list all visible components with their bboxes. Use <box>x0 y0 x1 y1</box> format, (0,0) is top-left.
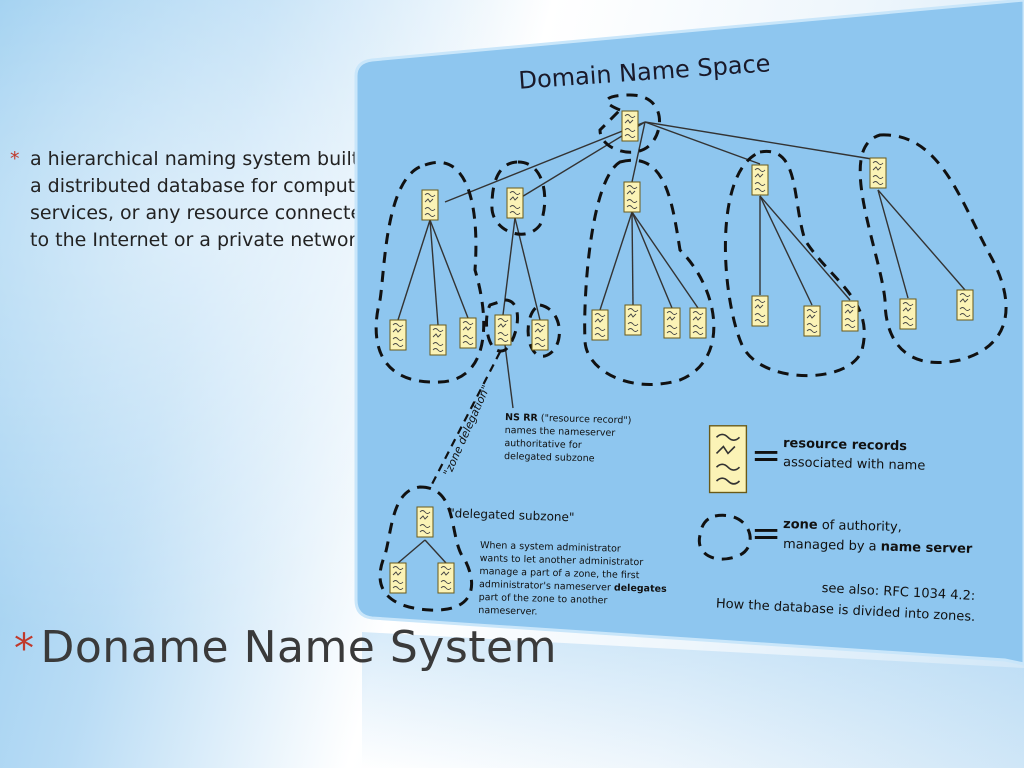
admin-line5: part of the zone to another <box>479 592 608 606</box>
admin-line6: nameserver. <box>478 605 537 618</box>
admin-bold: delegates <box>614 583 667 595</box>
zone-outlines <box>374 93 1008 612</box>
admin-line4: administrator's nameserver <box>479 579 611 593</box>
record-icon <box>416 506 434 538</box>
record-icon <box>899 298 917 330</box>
panel-reflection <box>362 632 1024 768</box>
admin-line3: manage a part of a zone, the first <box>479 566 640 581</box>
bullet-marker: * <box>10 148 20 170</box>
legend-zone-bold: zone <box>783 517 818 533</box>
zone-delegation-line <box>429 351 501 489</box>
bullet-text: a hierarchical naming system built on a … <box>30 148 391 251</box>
legend-zone-line2-bold: name server <box>881 540 974 557</box>
tree-edges <box>397 121 966 564</box>
ns-rr-rest: ("resource record") <box>538 413 632 426</box>
legend-rr-line2: associated with name <box>783 455 926 474</box>
legend-record-icon <box>708 425 748 494</box>
record-icon <box>803 305 821 337</box>
legend-zone-line2-a: managed by a <box>783 537 881 555</box>
legend-rr-bold: resource records <box>783 436 908 454</box>
root-record-icon <box>621 110 639 142</box>
record-icon <box>623 181 641 213</box>
record-icon <box>389 319 407 351</box>
legend-zone-rest: of authority, <box>817 518 902 535</box>
svg-text:zone of authority,: zone of authority, <box>783 517 902 535</box>
ns-rr-annotation: NS RR ("resource record") names the name… <box>504 412 632 464</box>
legend-resource-records: = resource records associated with name <box>708 425 926 494</box>
record-icon <box>869 157 887 189</box>
svg-text:NS RR ("resource record"): NS RR ("resource record") <box>505 412 632 426</box>
svg-text:administrator's nameserver del: administrator's nameserver delegates <box>479 579 667 595</box>
legend-rr-equals: = <box>751 435 781 476</box>
record-icon <box>591 309 609 341</box>
ns-rr-line4: delegated subzone <box>504 451 595 464</box>
record-icon <box>459 317 477 349</box>
record-icon <box>956 289 974 321</box>
ns-rr-bold: NS RR <box>505 412 539 424</box>
admin-line2: wants to let another administrator <box>480 553 644 568</box>
record-icon <box>506 187 524 219</box>
ns-rr-line2: names the nameserver <box>505 425 616 439</box>
legend-zone: = zone of authority, managed by a name s… <box>751 513 973 557</box>
legend-zone-equals: = <box>751 513 781 554</box>
record-icon <box>429 324 447 356</box>
record-icon <box>421 189 439 221</box>
ns-record-icon <box>494 314 512 346</box>
svg-text:managed by a name server: managed by a name server <box>783 537 973 557</box>
record-icon <box>841 300 859 332</box>
record-icon <box>689 307 707 339</box>
slide-title: *Doname Name System <box>14 622 557 673</box>
delegated-subzone-label: "delegated subzone" <box>449 506 575 524</box>
record-icon <box>624 304 642 336</box>
admin-line1: When a system administrator <box>480 540 621 555</box>
title-text: Doname Name System <box>40 622 557 673</box>
admin-explanation: When a system administrator wants to let… <box>478 540 667 618</box>
record-icon <box>437 562 455 594</box>
bullet-point: * a hierarchical naming system built on … <box>10 146 395 254</box>
record-icon <box>751 295 769 327</box>
title-marker: * <box>14 626 35 672</box>
record-icon <box>389 562 407 594</box>
record-icon <box>663 307 681 339</box>
record-icon <box>531 319 549 351</box>
ns-rr-line3: authoritative for <box>504 438 582 451</box>
record-icon <box>751 164 769 196</box>
